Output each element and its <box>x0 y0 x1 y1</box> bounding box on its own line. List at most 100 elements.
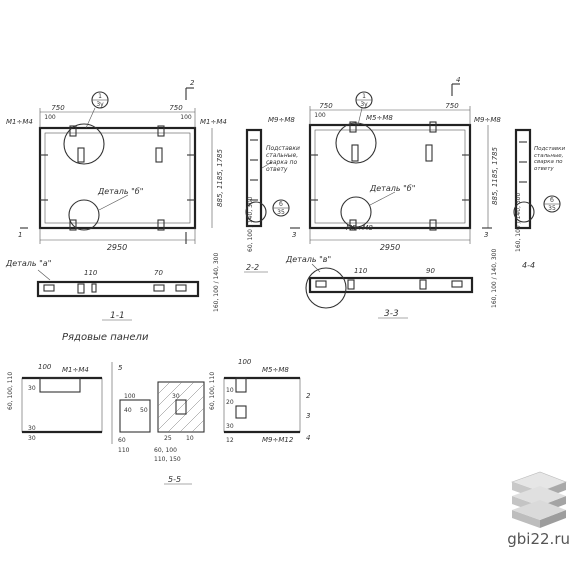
section-1-1-body <box>36 280 200 298</box>
hatched-concrete-body <box>157 381 205 433</box>
hatch-dim-a: 30 <box>172 393 180 400</box>
section-3-3-label: 3-3 <box>384 309 399 319</box>
section-4-4-note: Подставки стальные, сварка по ответу <box>534 146 566 172</box>
panel-2-detail-circle <box>340 196 372 228</box>
stacked-slabs-logo-icon <box>511 471 567 528</box>
watermark-site-name: gbi22.ru <box>507 530 570 548</box>
panel-1-cut-top: 2 <box>190 79 195 87</box>
hatch-dim-b: 25 <box>164 435 172 442</box>
panel-1-cut-left: 1 <box>18 231 22 239</box>
detail-5-index-3: 3 <box>306 412 310 420</box>
section-3-3-dim-a: 110 <box>354 267 368 275</box>
panel-2-outline <box>308 123 472 230</box>
detail-5-mid-top: 100 <box>124 393 136 400</box>
hatch-dim-c: 10 <box>186 435 194 442</box>
panel-1-height-dims: 885, 1185, 1785 <box>216 149 224 207</box>
panel-1-mark-left: М1÷М4 <box>6 118 33 126</box>
section-4-4-dims: 160, 100 / 140, 300 <box>515 193 522 252</box>
panel-1-top-left-offset: 750 <box>51 104 65 112</box>
panel-2-mark-top-left: М9÷М8 <box>268 116 295 124</box>
detail-5-right: 100 М5÷М8 М9÷М12 60, 100, 110 10 20 30 1… <box>209 358 311 444</box>
detail-5-left: М1÷М4 100 60, 100, 110 30 30 30 5 <box>7 362 123 444</box>
panel-1-mark-right: М1÷М4 <box>200 118 227 126</box>
section-2-2-note: Подставки стальные, сварка по ответу <box>266 145 300 173</box>
panel-1-node-number: 1 <box>98 93 102 100</box>
panel-2-node-circle-top <box>335 122 377 164</box>
panel-1-width-dim: 2950 <box>107 243 127 252</box>
section-4-4-body <box>514 128 532 230</box>
section-1-1-dim-b: 70 <box>154 269 163 277</box>
detail-5-left-top: 100 <box>38 363 52 371</box>
section-3-3-dim-b: 90 <box>426 267 435 275</box>
panel-1-outline <box>38 126 197 230</box>
section-3-3-detail-ref: Деталь "в" <box>285 255 331 264</box>
panel-1-inner <box>44 132 191 224</box>
section-4-4-node: б <box>550 197 554 204</box>
detail-5-left-dims: 60, 100, 110 <box>7 372 14 410</box>
section-2-2-dims: 60, 100 / 140, 300 <box>247 196 254 252</box>
detail-5-right-c: 30 <box>226 423 234 430</box>
panel-2-cut-left: 3 <box>292 231 296 239</box>
panel-2-plan: 1 3у 750 100 750 М9÷М8 М5÷М8 М9÷М8 М5÷М8… <box>268 76 501 252</box>
section-3-3: Деталь "в" 110 90 160, 100 / 140, 300 3-… <box>285 249 498 319</box>
section-1-1-side-dims: 160, 100 / 140, 300 <box>213 253 220 312</box>
detail-5-mid-c: 110 <box>118 447 130 454</box>
detail-5-mid-b: 60 <box>118 437 126 444</box>
section-1-1-label: 1-1 <box>110 311 125 321</box>
section-1-1: Деталь "а" 110 70 160, 100 / 140, 300 1-… <box>5 253 220 321</box>
section-3-3-side-dims: 160, 100 / 140, 300 <box>491 249 498 308</box>
section-2-2-node: б <box>279 201 283 208</box>
panel-2-cut-right: 3 <box>484 231 488 239</box>
detail-5-right-a: 10 <box>226 387 234 394</box>
hatch-bottom-dims: 60, 100 <box>154 447 177 454</box>
detail-5-hatched-section: 30 25 10 60, 100 110, 150 5-5 <box>154 381 205 485</box>
panel-2-top-right-offset: 750 <box>445 102 459 110</box>
panel-1-top-right-offset: 750 <box>169 104 183 112</box>
panel-2-mark-top-center: М5÷М8 <box>366 114 393 122</box>
section-2-2-body <box>245 128 263 228</box>
hatch-bottom-dims-2: 110, 150 <box>154 456 181 463</box>
detail-5-right-b: 20 <box>226 399 234 406</box>
detail-5-left-mark: М1÷М4 <box>62 366 89 374</box>
detail-5-left-a: 30 <box>28 385 36 392</box>
section-1-1-dim-a: 110 <box>84 269 98 277</box>
section-3-3-detail-circle <box>305 267 347 309</box>
panel-2-node-number: 1 <box>362 93 366 100</box>
detail-5-right-mark-bottom: М9÷М12 <box>262 436 294 444</box>
detail-5-index-4: 4 <box>306 434 310 442</box>
detail-5-mid-a: 40 <box>124 407 132 414</box>
panel-1-detail-label: Деталь "б" <box>97 187 143 196</box>
detail-5-right-dims: 60, 100, 110 <box>209 372 216 410</box>
panel-1-top-right-sub: 100 <box>180 114 192 121</box>
panel-2-mark-bottom: М5÷М8 <box>346 224 373 232</box>
panel-1-top-left-sub: 100 <box>44 114 56 121</box>
section-2-2: б 35 Подставки стальные, сварка по ответ… <box>244 128 300 273</box>
panel-1-plan: 1 3у 750 100 750 100 М1÷М4 М1÷М4 Деталь … <box>6 79 227 252</box>
panel-2-top-sub: 100 <box>314 112 326 119</box>
detail-5-right-d: 12 <box>226 437 234 444</box>
panel-1-node-circle-top <box>63 123 105 165</box>
detail-5-right-top: 100 <box>238 358 252 366</box>
section-4-4-label: 4-4 <box>522 261 535 270</box>
section-1-1-detail-ref: Деталь "а" <box>5 259 51 268</box>
detail-5-left-c: 30 <box>28 435 36 442</box>
panel-2-width-dim: 2950 <box>380 243 400 252</box>
panel-2-detail-label: Деталь "б" <box>369 184 415 193</box>
detail-5-cut-number: 5 <box>118 364 123 372</box>
detail-5-mid-d: 50 <box>140 407 148 414</box>
section-2-2-label: 2-2 <box>246 263 259 272</box>
drawing-caption: Рядовые панели <box>62 332 149 343</box>
detail-5-middle: 100 40 60 110 50 <box>118 393 151 454</box>
section-2-2-node-sheet: 35 <box>277 209 285 216</box>
panel-2-top-left-offset: 750 <box>319 102 333 110</box>
panel-2-node-sheet: 3у <box>360 101 368 108</box>
section-3-3-body <box>308 276 474 294</box>
section-4-4: б 35 Подставки стальные, сварка по ответ… <box>513 128 566 270</box>
panel-1-detail-circle <box>68 199 100 231</box>
detail-5-section-label: 5-5 <box>168 475 181 484</box>
detail-5-left-b: 30 <box>28 425 36 432</box>
panel-2-mark-top-right: М9÷М8 <box>474 116 501 124</box>
section-4-4-node-sheet: 35 <box>548 205 556 212</box>
